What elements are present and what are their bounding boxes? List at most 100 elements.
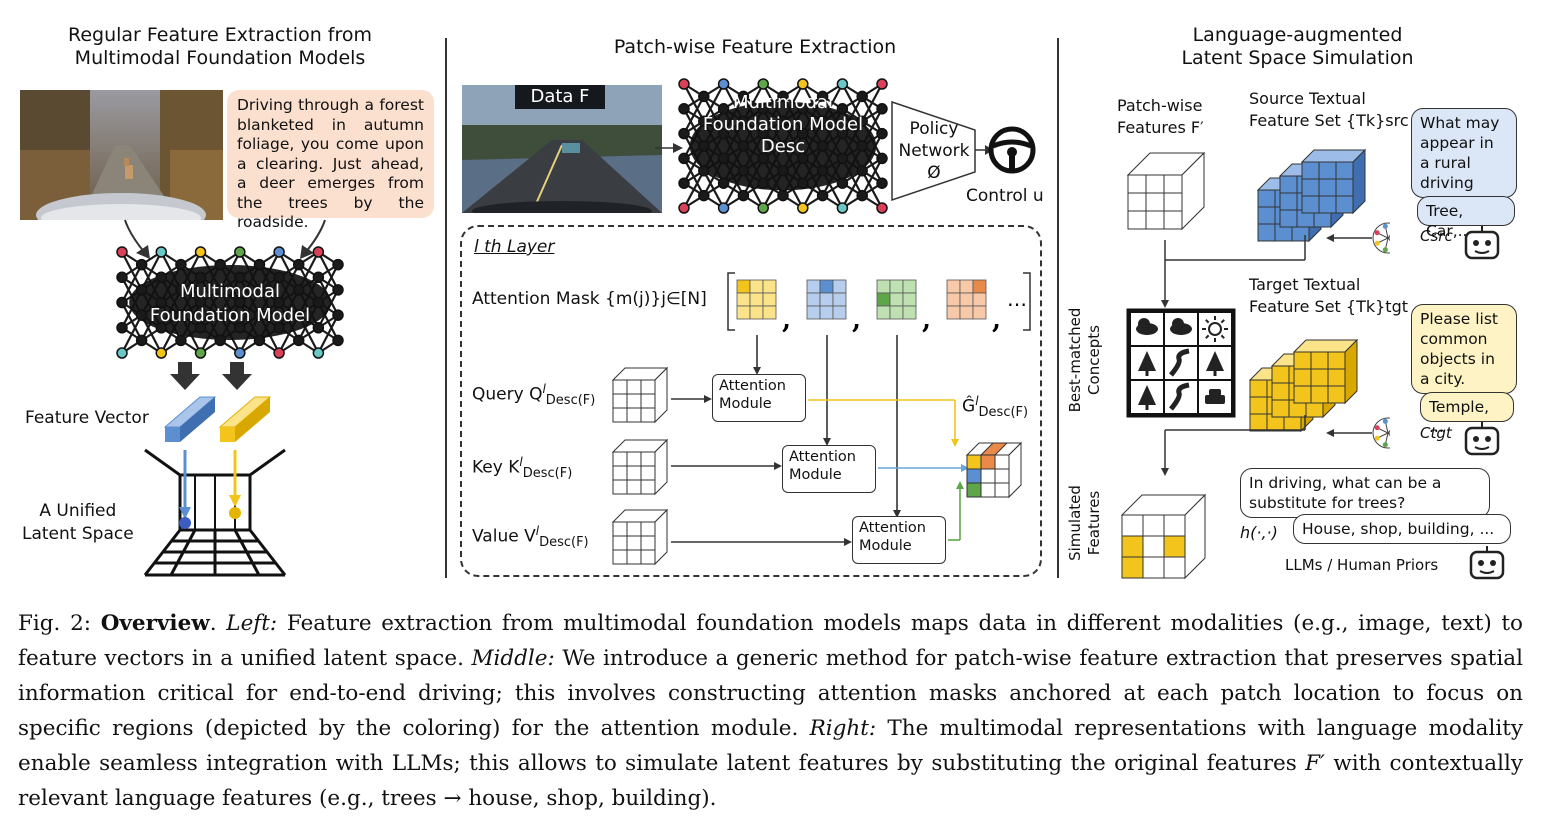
mask-cell [959, 279, 974, 294]
sun-icon [1208, 322, 1222, 336]
network-icon-source [1372, 222, 1390, 254]
mask-cell [806, 292, 821, 307]
mask-cell [749, 292, 764, 307]
src-line1: Source Textual [1249, 89, 1366, 108]
network-node [737, 140, 750, 152]
network-node [312, 271, 325, 283]
arrowhead [844, 538, 852, 546]
network-node [856, 165, 868, 177]
question-source-bubble: What may appear in a rural driving scena… [1411, 108, 1517, 212]
right-title-line1: Language-augmented [1192, 24, 1403, 46]
answer-source-bubble: Tree, Car,... [1417, 196, 1515, 240]
mask-cell [876, 279, 891, 294]
output-arrows [170, 362, 252, 390]
mask-comma: , [852, 305, 861, 335]
attention-module-value: Attention Module [852, 516, 946, 564]
forest-road-photo [20, 90, 223, 220]
steering-wheel-icon [988, 126, 1036, 174]
value-cube [611, 508, 669, 566]
network-node [116, 322, 128, 334]
sun-ray [1205, 319, 1210, 324]
mask-comma: , [922, 305, 931, 335]
caption-middle-label: Middle: [471, 646, 555, 671]
network-node [253, 258, 266, 271]
mask-cell [819, 279, 834, 294]
robot-icon-llm [1469, 546, 1505, 580]
network-node [836, 177, 849, 189]
feature-vectors [163, 396, 272, 442]
mask-cell [806, 305, 821, 320]
attention-mask-label: Attention Mask {m(j)}j∈[N] [472, 289, 707, 309]
network-node [816, 165, 829, 177]
key-sub: Desc(F) [522, 466, 573, 482]
network-node [312, 246, 325, 258]
mask-cell [762, 279, 777, 294]
network-node [678, 177, 690, 189]
model-shade [129, 265, 331, 340]
mask-cell [749, 305, 764, 320]
src-line2: Feature Set {Tk}src [1249, 111, 1409, 130]
car-icon [1205, 395, 1225, 404]
mask-cell [972, 292, 987, 307]
left-model-label-line2: Foundation Model [149, 305, 311, 326]
left-title-line2: Multimodal Foundation Models [74, 47, 366, 69]
right-panel-graphics [1120, 148, 1390, 580]
caption-right-var: F′ [1305, 751, 1325, 776]
left-foundation-model-network [116, 246, 344, 359]
network-node [116, 347, 128, 359]
network-node [717, 202, 730, 214]
network-node [194, 347, 207, 359]
layer-label: l th Layer [474, 237, 555, 257]
key-text: Key K [472, 457, 520, 478]
llm-priors-label: LLMs / Human Priors [1285, 556, 1439, 574]
network-node [876, 177, 888, 189]
blue-point [179, 517, 191, 529]
policy-line2: Network [898, 141, 970, 161]
network-node [757, 152, 769, 165]
network-node [175, 334, 187, 347]
mask-cell [902, 292, 917, 307]
arrowhead [704, 395, 712, 403]
network-node [698, 165, 710, 177]
network-node [797, 152, 809, 165]
mask-cell [832, 279, 847, 294]
network-node [797, 127, 809, 140]
network-node [876, 127, 888, 140]
att-q-line1: Attention [719, 378, 786, 394]
latent-floor-line [233, 529, 261, 576]
arrowhead [774, 462, 782, 470]
middle-title: Patch-wise Feature Extraction [613, 36, 897, 58]
network-node [757, 78, 769, 90]
network-node [777, 140, 789, 152]
latent-right-wall [248, 448, 287, 576]
mask-cell [762, 292, 777, 307]
network-node [312, 347, 325, 359]
network-node [135, 334, 148, 347]
control-label: Control u [966, 186, 1044, 206]
sun-ray [1220, 319, 1225, 324]
value-sub: Desc(F) [539, 535, 589, 551]
divider-left [445, 38, 447, 578]
middle-foundation-model-network [678, 78, 888, 214]
value-sup: l [535, 524, 540, 538]
network-node [234, 246, 246, 258]
network-node [253, 284, 266, 296]
data-f-label: Data F [515, 85, 605, 109]
target-feature-set-label: Target Textual Feature Set {Tk}tgt [1249, 274, 1408, 318]
mask-ellipsis: … [1007, 287, 1027, 311]
h-function-label: h(·,·) [1240, 523, 1278, 542]
mask-cell [736, 305, 751, 320]
right-title-line2: Latent Space Simulation [1181, 47, 1414, 69]
caption-right-text: The multimodal representations with lang… [18, 716, 1523, 776]
policy-network-shape [891, 100, 976, 202]
tree-icon [1145, 371, 1149, 376]
arrowhead [956, 481, 964, 489]
network-node [273, 322, 285, 334]
latent-space-grid [143, 448, 287, 577]
network-node [717, 152, 730, 165]
network-node [678, 202, 690, 214]
network-node [876, 78, 888, 90]
network-node [332, 334, 344, 347]
network-node [717, 177, 730, 189]
attention-mask-row: ,,,,… [727, 272, 1031, 335]
